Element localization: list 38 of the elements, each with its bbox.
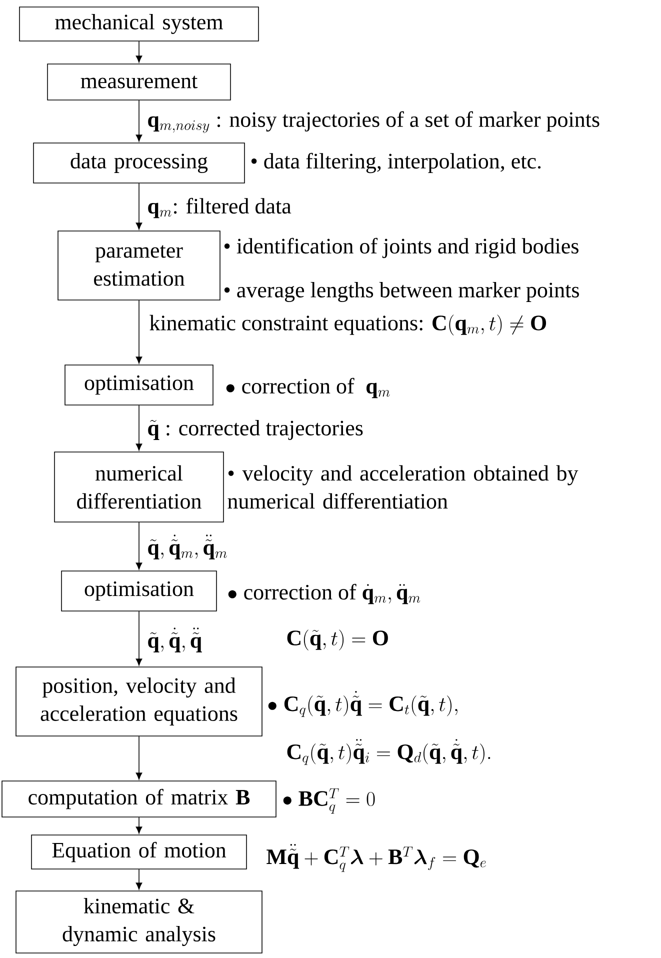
arrow [136,183,142,230]
edge-label: $\tilde{\mathbf{q}},\dot{\tilde{\mathbf{q}}}_{m},\ddot{\tilde{\mathbf{q}}}_{m}$ [146,534,229,560]
process-box: parameter estimation [58,230,220,300]
formula: $\mathbf{C}_{q}(\tilde{\mathbf{q}},t)\ddot{\tilde{\mathbf{q}}}_{i}=\mathbf{Q}_{d}(\tilde{\mathbf{q}},\dot{\tilde{\mathbf{q}}},t).$ [287,739,490,765]
arrow [136,522,142,570]
process-box: optimisation [61,570,217,612]
process-box: computation of matrix B [2,780,276,818]
formula: $\bullet\;\mathbf{B}\mathbf{C}_{q}^{T}=0$ [283,788,375,814]
process-box: data processing [33,142,245,184]
formula: $\bullet\;\mathbf{C}_{q}(\tilde{\mathbf{q}},t)\dot{\tilde{\mathbf{q}}}=\mathbf{C}_{t}(\tilde{\mathbf{q}},t),$ [268,691,458,717]
arrow [136,100,142,142]
arrow [136,611,142,666]
edge-label: $\tilde{\mathbf{q}}\text{ : corrected trajectories}$ [146,419,364,441]
arrow [136,869,142,890]
formula: $\mathbf{M}\ddot{\tilde{\mathbf{q}}}+\mathbf{C}_{q}^{T}\boldsymbol{\lambda}+\mathbf{B}^{T}\boldsymbol{\lambda}_{f}=\mathbf{Q}_{e}$ [266,844,486,872]
note-text: • velocity and acceleration obtained by numerical differentiation [228,465,578,509]
process-box: measurement [47,64,231,100]
process-box: numerical differentiation [54,452,224,522]
arrow [136,736,142,780]
process-box: optimisation [64,364,214,406]
arrow [136,41,142,63]
formula: $\mathbf{C}(\tilde{\mathbf{q}},t)=\mathbf{O}$ [287,630,388,650]
edge-label: $\mathbf{q}_{m}\text{: filtered data}$ [146,196,292,220]
note-text: • identification of joints and rigid bodies [224,238,578,258]
process-box: mechanical system [19,6,259,42]
edge-label: $\tilde{\mathbf{q}},\dot{\tilde{\mathbf{q}}},\ddot{\tilde{\mathbf{q}}}$ [146,626,204,654]
formula: $\bullet\;\text{correction of }\;\mathbf{q}_{m}$ [226,378,390,398]
arrow [136,300,142,364]
process-box: position, velocity and acceleration equations [16,666,262,736]
edge-label: $\mathbf{q}_{m,noisy}\text{ : noisy trajectories of a set of marker points}$ [146,110,601,134]
arrow [136,405,142,451]
edge-label: $\text{kinematic constraint equations: }\mathbf{C}(\mathbf{q}_{m},t)\neq\mathbf{O}$ [148,314,548,336]
note-text: • data filtering, interpolation, etc. [251,152,541,174]
process-box: Equation of motion [31,834,247,870]
note-text: • average lengths between marker points [224,282,579,302]
process-box: kinematic & dynamic analysis [16,890,262,954]
formula: $\bullet\;\text{correction of }\dot{\mathbf{q}}_{m},\ddot{\mathbf{q}}_{m}$ [228,584,420,604]
arrow [136,817,142,834]
